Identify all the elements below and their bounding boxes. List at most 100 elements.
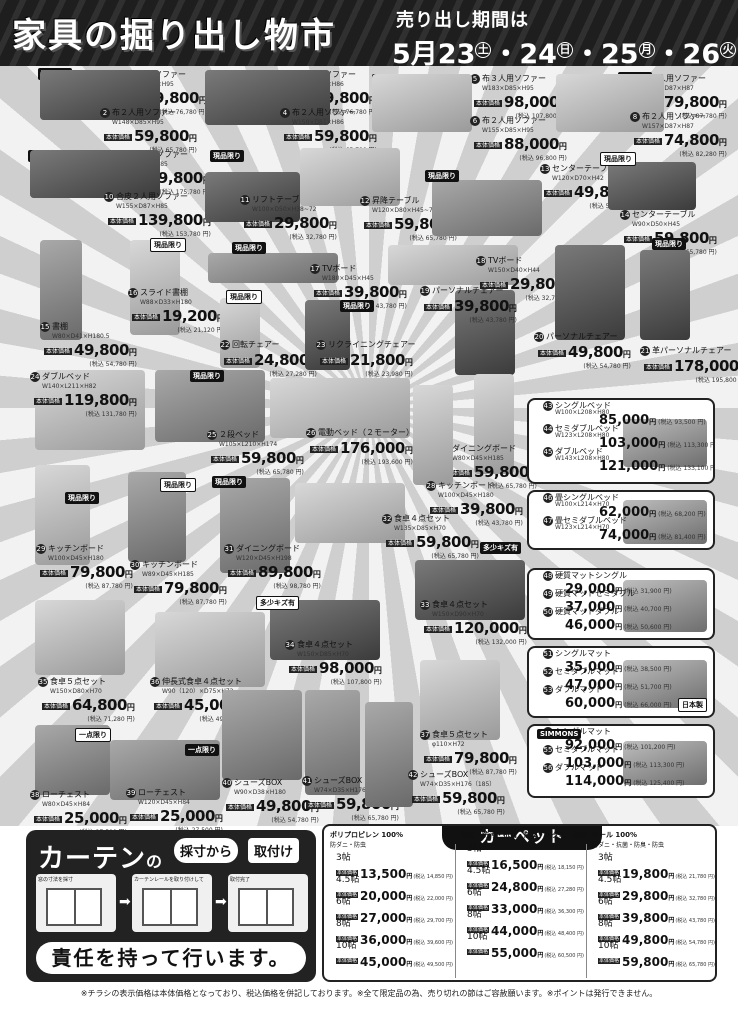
price-tag: 本体価格 — [467, 927, 490, 933]
price-value: 98,000 — [504, 93, 559, 111]
price-value: 46,000 — [565, 618, 616, 633]
tax-included-price: (税込 93,500 円) — [658, 419, 706, 426]
bed-price: 60,000円(税込 66,000 円) — [565, 692, 672, 711]
bed-image — [623, 419, 707, 467]
bed-dimensions: W100×L214×H70 — [555, 501, 610, 508]
tax-included-price: (税込 193,600 円) — [361, 459, 413, 466]
product-name: キッチンボード — [48, 544, 104, 553]
product-name: シューズBOX — [234, 778, 283, 787]
tax-included-price: (税込 68,200 円) — [658, 511, 706, 518]
price-value: 29,800 — [274, 214, 329, 232]
bed-price: 114,000円(税込 125,400 円) — [565, 770, 685, 789]
yen-unit: 円 — [537, 930, 544, 937]
item-number: 48 — [543, 571, 553, 581]
price-value: 79,800 — [164, 579, 219, 597]
curtain-slogan: 責任を持って行います。 — [36, 942, 306, 974]
tax-included-price: (税込 65,780 円) — [409, 235, 457, 242]
tax-included-price: (税込 48,400 円) — [544, 931, 584, 937]
product-dimensions: W100×D45×H180 — [438, 492, 494, 499]
price-tag: 本体価格 — [211, 456, 240, 463]
tax-included-price: (税込 51,700 円) — [624, 684, 672, 691]
yen-unit: 円 — [126, 703, 135, 712]
yen-unit: 円 — [649, 510, 657, 518]
product-dimensions: W74×D35×H176（185） — [420, 781, 496, 788]
tax-included-price: (税込 60,500 円) — [544, 953, 584, 959]
price-value: 25,000 — [64, 809, 119, 827]
product-badge: 一点限り — [185, 744, 219, 756]
price-value: 59,800 — [314, 127, 369, 145]
tax-included-price: (税込 38,500 円) — [624, 666, 672, 673]
product-dimensions: W180×D45×H45 — [322, 275, 374, 282]
item-number: 23 — [316, 340, 326, 350]
tax-included-price: (税込 153,780 円) — [159, 231, 211, 238]
product-name: 伸長式食卓４点セット — [162, 677, 242, 686]
product-image-41 — [305, 690, 360, 795]
tax-included-price: (税込 54,780 円) — [675, 940, 715, 946]
tax-included-price: (税込 49,500 円) — [413, 962, 453, 968]
price-value: 49,800 — [622, 933, 669, 947]
carpet-title: カーペット — [442, 826, 602, 850]
price-tag: 本体価格 — [412, 796, 441, 803]
carpet-size: 10帖 — [467, 932, 488, 942]
bed-image — [623, 500, 707, 544]
tax-included-price: (税込 43,780 円) — [359, 303, 407, 310]
yen-unit: 円 — [537, 952, 544, 959]
weekday-4: 火 — [720, 42, 737, 58]
item-number: 44 — [543, 424, 553, 434]
price-tag: 本体価格 — [474, 142, 503, 149]
item-number: 22 — [220, 340, 230, 350]
item-number: 50 — [543, 607, 553, 617]
product-image-32 — [295, 483, 405, 543]
price-value: 47,000 — [565, 678, 616, 693]
tax-included-price: (税込 65,780 円) — [669, 249, 717, 256]
price-value: 119,800 — [64, 391, 129, 409]
yen-unit: 円 — [128, 398, 137, 407]
item-number: 41 — [302, 776, 312, 786]
price-tag: 本体価格 — [336, 958, 359, 964]
tax-included-price: (税込 50,600 円) — [624, 624, 672, 631]
yen-unit: 円 — [615, 623, 623, 631]
product-name: 回転チェアー — [232, 340, 280, 349]
curtain-bubble-install: 取付け — [248, 838, 300, 863]
tax-included-price: (税込 87,780 円) — [85, 583, 133, 590]
product-dimensions: W150×D40×H44 — [488, 267, 540, 274]
tax-included-price: (税込 71,280 円) — [87, 716, 135, 723]
tax-included-price: (税込 87,780 円) — [679, 113, 727, 120]
item-number: 12 — [360, 196, 370, 206]
price-tag: 本体価格 — [306, 802, 335, 809]
yen-unit: 円 — [615, 605, 623, 613]
price-value: 16,500 — [491, 858, 538, 872]
carpet-size: 6帖 — [467, 888, 482, 898]
product-dimensions: W74×D35×H176（185） — [314, 787, 390, 794]
item-number: 36 — [150, 677, 160, 687]
product-dimensions: W135×D85×H70 — [394, 525, 446, 532]
product-image-14 — [608, 162, 696, 210]
yen-unit: 円 — [514, 507, 523, 516]
item-number: 8 — [630, 112, 640, 122]
product-dimensions: W88×D33×H180 — [140, 299, 192, 306]
yen-unit: 円 — [615, 743, 623, 751]
price-value: 59,800 — [416, 533, 471, 551]
product-dimensions: W183×D85×H95 — [482, 85, 534, 92]
product-name: 食卓４点セット — [394, 514, 450, 523]
price-value: 85,000 — [599, 413, 650, 428]
item-number: 42 — [408, 770, 418, 780]
bed-dimensions: W143×L208×H80 — [555, 455, 610, 462]
